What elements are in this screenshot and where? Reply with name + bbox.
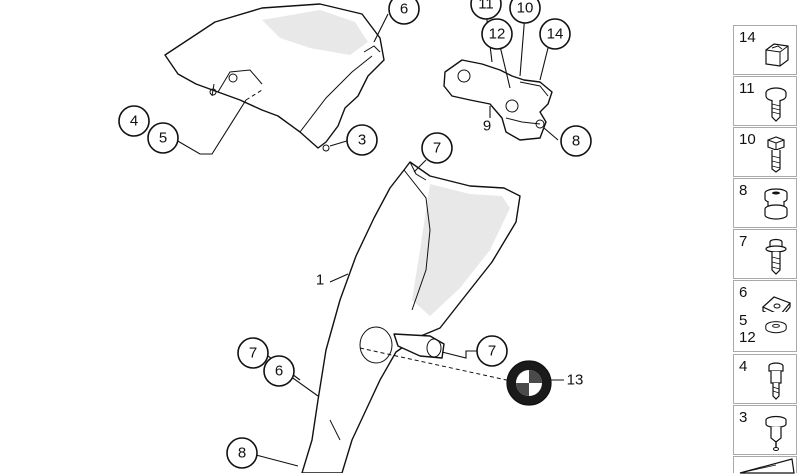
legend-number: 7	[739, 233, 748, 250]
legend-number: 10	[739, 131, 756, 148]
callout-8-bottom[interactable]: 8	[226, 437, 258, 469]
rubber-cap-icon	[765, 43, 789, 67]
svg-text:3: 3	[358, 132, 366, 149]
callout-6-top[interactable]: 6	[388, 0, 420, 25]
legend-number: 11	[739, 80, 755, 97]
legend-item-11[interactable]: 11	[733, 76, 797, 126]
bracket-part	[443, 59, 553, 141]
flange-screw-icon	[765, 238, 787, 275]
hex-bolt-icon	[767, 136, 785, 173]
svg-text:7: 7	[433, 140, 441, 157]
wedge-icon	[739, 458, 795, 474]
legend-item-wedge[interactable]	[733, 456, 797, 474]
callout-10[interactable]: 10	[509, 0, 541, 24]
hardware-legend: 14 11 10 8	[727, 0, 799, 474]
label-1[interactable]: 1	[316, 272, 324, 289]
svg-text:1: 1	[316, 272, 324, 289]
label-13[interactable]: 13	[567, 372, 584, 389]
callout-7-top[interactable]: 7	[421, 132, 453, 164]
plug-part	[393, 333, 445, 359]
bmw-roundel-emblem	[506, 360, 552, 406]
legend-item-4[interactable]: 4	[733, 354, 797, 404]
legend-item-3[interactable]: 3	[733, 405, 797, 455]
svg-text:8: 8	[238, 445, 246, 462]
callout-5[interactable]: 5	[147, 122, 179, 154]
svg-text:6: 6	[275, 363, 283, 380]
svg-text:8: 8	[572, 133, 580, 150]
legend-number: 14	[739, 29, 756, 46]
collar-screw-icon	[768, 362, 784, 400]
legend-item-5-12[interactable]: 5 12	[733, 312, 797, 352]
legend-number: 4	[739, 358, 748, 375]
legend-item-8[interactable]: 8	[733, 178, 797, 228]
callout-8-bracket[interactable]: 8	[560, 125, 592, 157]
svg-text:10: 10	[517, 0, 534, 17]
callout-11[interactable]: 11	[470, 0, 502, 20]
side-panel-part	[301, 161, 521, 473]
svg-text:6: 6	[400, 1, 408, 18]
callout-4[interactable]: 4	[118, 105, 150, 137]
callout-3[interactable]: 3	[346, 124, 378, 156]
legend-number: 5 12	[739, 312, 756, 346]
legend-number: 8	[739, 182, 748, 199]
svg-text:4: 4	[130, 113, 138, 130]
legend-item-7[interactable]: 7	[733, 229, 797, 279]
legend-item-14[interactable]: 14	[733, 25, 797, 75]
oval-head-screw-icon	[765, 87, 787, 122]
legend-item-10[interactable]: 10	[733, 127, 797, 177]
svg-text:13: 13	[567, 372, 584, 389]
svg-text:7: 7	[249, 345, 257, 362]
svg-text:14: 14	[547, 26, 564, 43]
rubber-grommet-icon	[764, 188, 788, 220]
callout-14[interactable]: 14	[539, 18, 571, 50]
svg-text:7: 7	[488, 343, 496, 360]
label-9[interactable]: 9	[483, 118, 491, 135]
callout-7-left[interactable]: 7	[237, 337, 269, 369]
callout-12[interactable]: 12	[481, 18, 513, 50]
washer-icon	[765, 321, 787, 334]
svg-text:12: 12	[489, 26, 506, 43]
svg-text:5: 5	[159, 130, 167, 147]
callout-6-left[interactable]: 6	[263, 355, 295, 387]
upper-cover-part	[164, 3, 385, 152]
callout-7-right[interactable]: 7	[476, 335, 508, 367]
legend-number: 6	[739, 284, 748, 301]
svg-text:11: 11	[478, 0, 494, 13]
expanding-rivet-icon	[765, 415, 787, 451]
legend-number: 3	[739, 409, 748, 426]
svg-text:9: 9	[483, 118, 491, 135]
